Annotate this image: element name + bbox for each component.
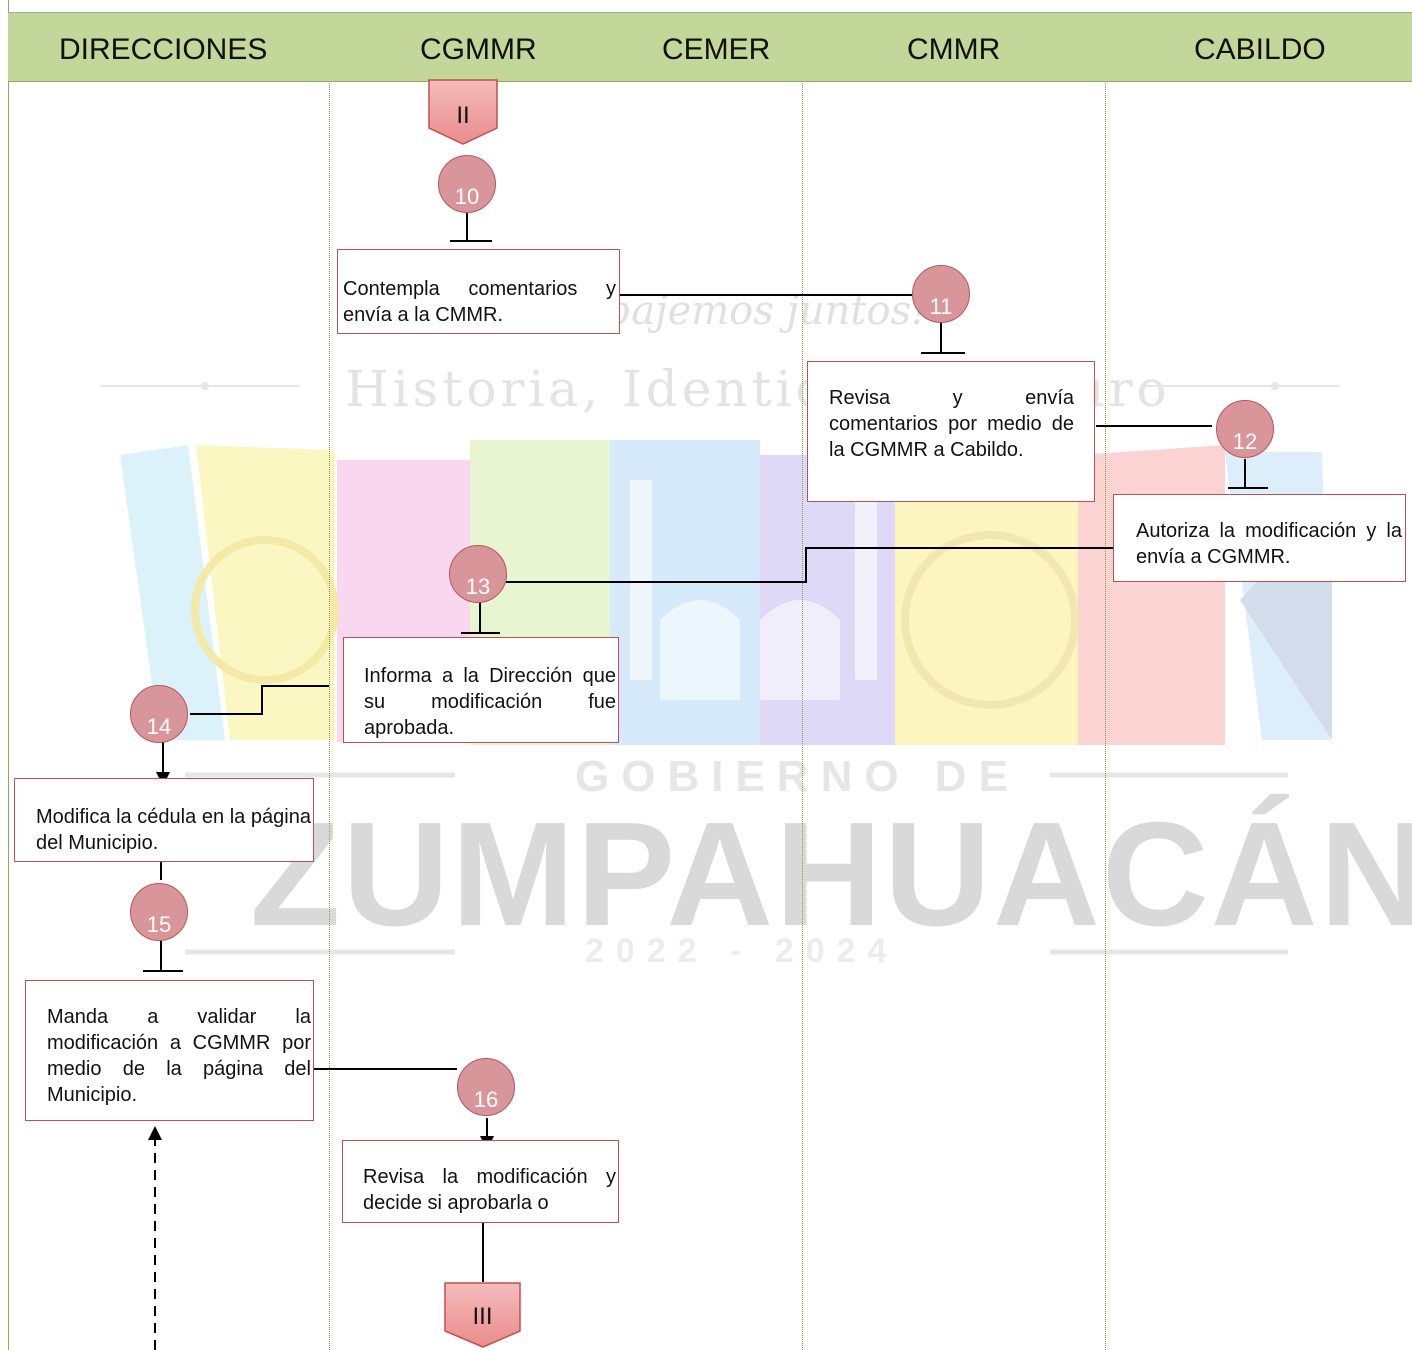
watermark-period: 2022 - 2024 bbox=[585, 932, 899, 970]
step-box: Revisa la modificación y decide si aprob… bbox=[342, 1140, 619, 1223]
watermark-gobierno: GOBIERNO DE bbox=[575, 752, 1020, 801]
step-box: Autoriza la modificación y la envía a CG… bbox=[1113, 494, 1406, 582]
frame-left-border bbox=[8, 0, 9, 1350]
step-box: Modifica la cédula en la página del Muni… bbox=[14, 778, 314, 862]
step-circle: 14 bbox=[130, 685, 188, 743]
lane-divider bbox=[802, 81, 803, 1350]
lane-title-direcciones: DIRECCIONES bbox=[59, 33, 268, 66]
step-box: Revisa y envía comentarios por medio de … bbox=[807, 361, 1095, 502]
lane-title-cabildo: CABILDO bbox=[1194, 33, 1326, 66]
watermark-municipio: ZUMPAHUACÁN bbox=[250, 792, 1412, 957]
lane-divider bbox=[329, 81, 330, 1350]
lane-divider bbox=[1105, 81, 1106, 1350]
step-circle: 12 bbox=[1216, 400, 1274, 458]
offpage-connector-bottom: III bbox=[472, 1303, 493, 1330]
step-circle: 10 bbox=[438, 155, 496, 213]
step-circle: 16 bbox=[457, 1058, 515, 1116]
offpage-connector-bottom-shape bbox=[444, 1282, 521, 1348]
offpage-connector-top: II bbox=[456, 102, 470, 129]
step-box: Informa a la Dirección que su modificaci… bbox=[343, 637, 619, 743]
step-box: Manda a validar la modificación a CGMMR … bbox=[25, 980, 314, 1121]
lane-title-cmmr: CMMR bbox=[907, 33, 1001, 66]
step-circle: 15 bbox=[130, 883, 188, 941]
offpage-connector-top-shape bbox=[428, 79, 498, 145]
lane-header: DIRECCIONES CGMMR CEMER CMMR CABILDO bbox=[8, 12, 1412, 82]
step-circle: 11 bbox=[912, 265, 970, 323]
step-box: Contempla comentarios y envía a la CMMR. bbox=[337, 249, 620, 334]
lane-title-cgmmr: CGMMR bbox=[420, 33, 537, 66]
lane-title-cemer: CEMER bbox=[662, 33, 771, 66]
step-circle: 13 bbox=[449, 545, 507, 603]
